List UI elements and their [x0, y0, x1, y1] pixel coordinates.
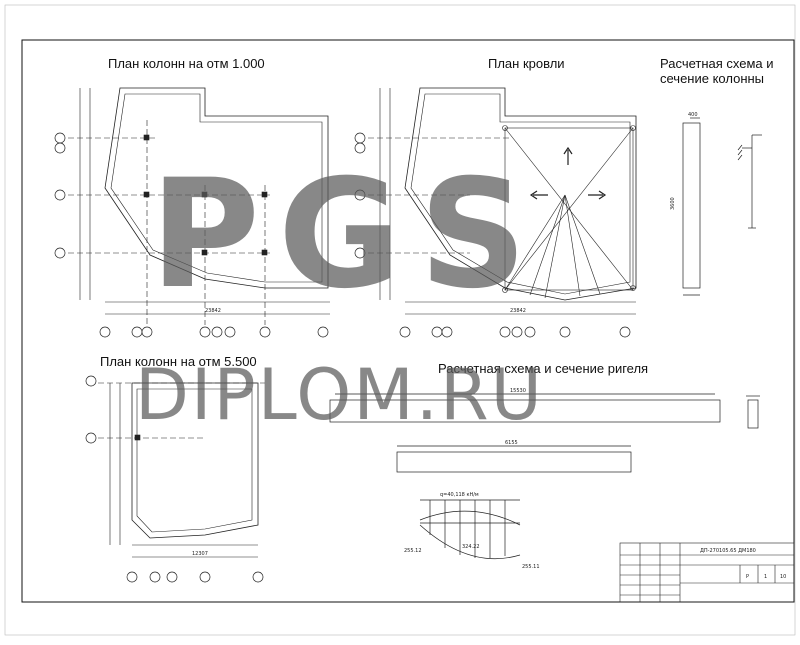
- stamp-code: ДП-270105.65 ДМ180: [700, 548, 756, 554]
- beam-scheme: [329, 393, 760, 560]
- title-roof-plan: План кровли: [488, 56, 565, 71]
- moment-label: q=40,118 кН/м: [440, 492, 479, 498]
- column-section: [682, 122, 701, 289]
- roof-outline: [404, 87, 637, 301]
- stamp-sheet: 1: [764, 574, 767, 580]
- roof-axis-bubbles: [354, 132, 631, 338]
- plan2-total-dim: 12307: [192, 551, 208, 557]
- title-plan-5500: План колонн на отм 5.500: [100, 354, 257, 369]
- plan-5500-axis-bubbles: [85, 375, 264, 583]
- title-column-scheme-2: сечение колонны: [660, 71, 765, 86]
- stamp-sheets: 10: [780, 574, 786, 580]
- plan-1000-axis-bubbles: [54, 132, 329, 338]
- roof-total-dim: 23842: [510, 308, 526, 314]
- beam-short-dim: 6155: [505, 440, 518, 446]
- plan-5500-outline: [131, 382, 259, 539]
- beam-short: [396, 451, 632, 473]
- title-block: [619, 542, 795, 603]
- beam-span-dim: 15530: [510, 388, 526, 394]
- title-column-scheme-1: Расчетная схема и: [660, 56, 774, 71]
- beam-long: [329, 399, 721, 423]
- plan-1000: [68, 87, 330, 325]
- column-scheme: [682, 117, 762, 296]
- outer-frame: [4, 4, 796, 636]
- column-height-dim: 3600: [670, 197, 676, 210]
- roof-plan: [368, 87, 637, 315]
- plan-5500: [98, 382, 265, 558]
- moment-diagram: [419, 524, 521, 560]
- plan-1000-outline: [104, 87, 329, 289]
- plan-1000-outline-inner: [110, 93, 323, 283]
- column-width-dim: 400: [688, 112, 698, 118]
- title-beam-scheme: Расчетная схема и сечение ригеля: [438, 361, 649, 376]
- inner-frame: [21, 39, 795, 603]
- plan1-total-dim: 23842: [205, 308, 221, 314]
- roof-slope-area: [504, 127, 634, 291]
- moment-right: 255.11: [522, 564, 540, 570]
- moment-value: 324.22: [462, 544, 480, 550]
- title-plan-1000: План колонн на отм 1.000: [108, 56, 265, 71]
- stamp-stage: Р: [746, 574, 749, 580]
- moment-left: 255.12: [404, 548, 422, 554]
- beam-cross-section: [747, 399, 759, 429]
